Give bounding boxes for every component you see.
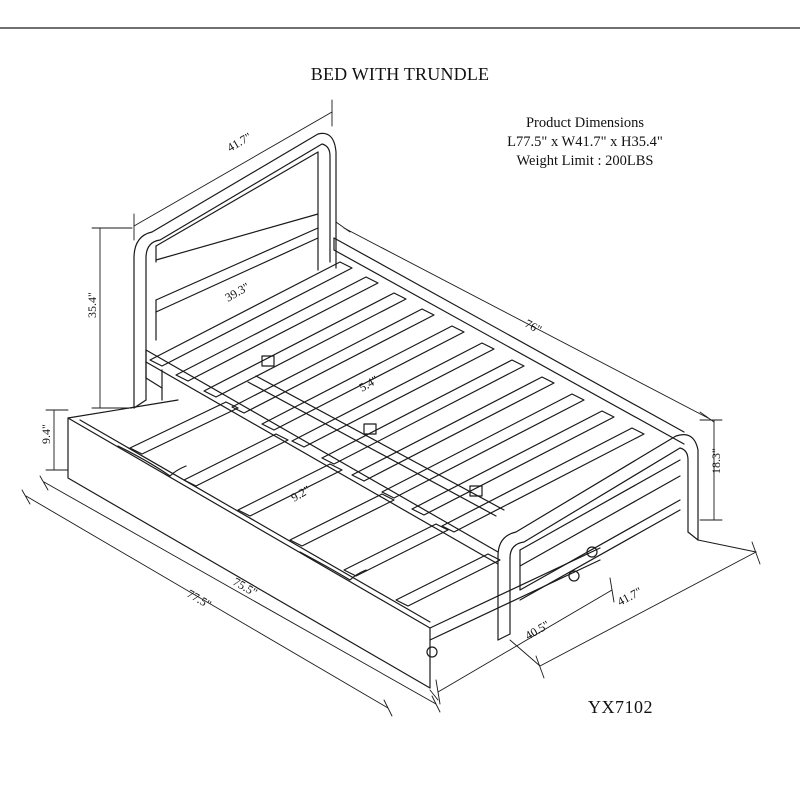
bed-slats [149, 261, 645, 533]
headboard-width-label: 41.7" [225, 129, 255, 154]
total-length-label: 77.5" [185, 586, 215, 611]
trundle-width-label: 40.5" [523, 617, 553, 642]
product-dimensions-heading: Product Dimensions [525, 115, 644, 131]
left-side-rail [145, 349, 499, 565]
total-width-label: 41.7" [615, 584, 645, 609]
right-side-rail [333, 237, 685, 445]
trundle-height-label: 9.4" [39, 424, 53, 444]
dimension-lines [21, 99, 761, 717]
side-length-label: 76" [523, 316, 545, 336]
headboard [133, 132, 337, 409]
trundle [67, 399, 601, 689]
model-number: YX7102 [588, 697, 653, 717]
inner-width-label: 39.3" [223, 279, 253, 304]
footboard [497, 434, 699, 641]
slat-gap-label: 5.4" [357, 372, 381, 394]
headboard-height-label: 35.4" [85, 292, 99, 318]
diagram-title: BED WITH TRUNDLE [310, 64, 490, 84]
weight-limit: Weight Limit : 200LBS [516, 153, 654, 169]
product-dimensions-size: L77.5" x W41.7" x H35.4" [507, 134, 663, 150]
footboard-height-label: 18.3" [709, 448, 723, 474]
product-dimensions-block: Product Dimensions L77.5" x W41.7" x H35… [470, 114, 700, 171]
